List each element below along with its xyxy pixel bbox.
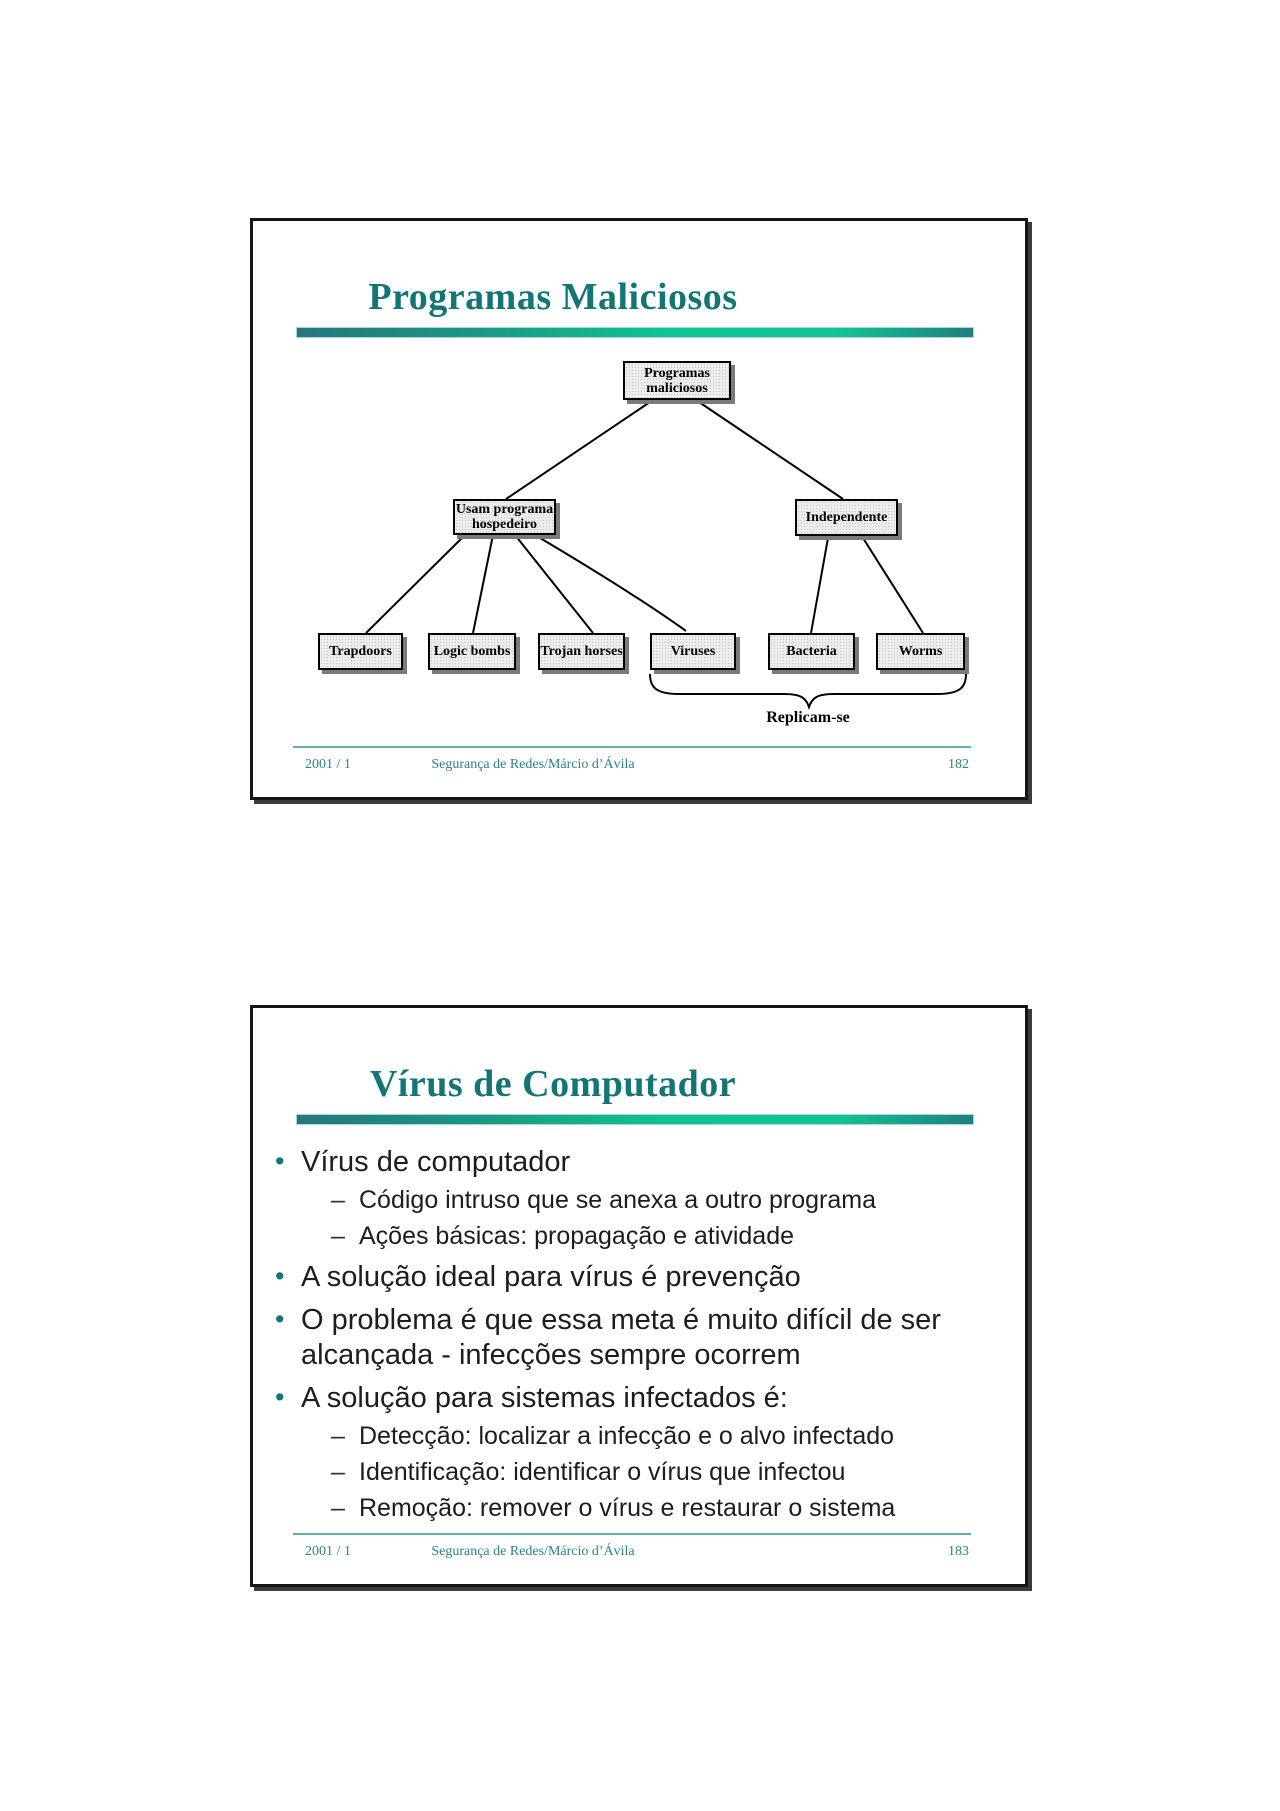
diagram-connector-lines	[365, 399, 967, 711]
bullet-item: • A solução ideal para vírus é prevenção	[253, 1260, 1023, 1295]
edge-host-to-viruses	[534, 534, 687, 632]
slide-title: Vírus de Computador	[369, 1063, 737, 1105]
bullet-list: • Vírus de computador – Código intruso q…	[253, 1145, 1023, 1524]
bullet-text: Código intruso que se anexa a outro prog…	[359, 1186, 876, 1214]
bullet-text: Identificação: identificar o vírus que i…	[359, 1458, 846, 1486]
edge-independent-to-bacteria	[810, 537, 829, 634]
edge-host-to-logicbombs	[472, 534, 494, 634]
footer-page-number: 182	[948, 757, 969, 772]
replicate-brace	[649, 673, 967, 711]
bullet-item: – Ações básicas: propagação e atividade	[253, 1221, 1023, 1252]
bullet-item: – Código intruso que se anexa a outro pr…	[253, 1185, 1023, 1216]
bullet-text: A solução para sistemas infectados é:	[301, 1382, 788, 1414]
node-programas-maliciosos: Programas maliciosos	[623, 361, 731, 400]
edge-host-to-trojans	[514, 534, 594, 634]
node-trapdoors: Trapdoors	[318, 633, 403, 670]
edge-host-to-trapdoors	[365, 534, 466, 634]
bullet-item: • A solução para sistemas infectados é:	[253, 1381, 1023, 1416]
node-worms: Worms	[876, 633, 965, 670]
slide-footer: 2001 / 1 Segurança de Redes/Márcio d’Ávi…	[293, 746, 971, 788]
bullet-text: Remoção: remover o vírus e restaurar o s…	[359, 1494, 896, 1522]
bullet-dash-icon: –	[331, 1422, 345, 1450]
bullet-dot-icon: •	[275, 1261, 285, 1291]
bullet-dot-icon: •	[275, 1382, 285, 1412]
node-viruses: Viruses	[650, 633, 736, 670]
replicam-se-label: Replicam-se	[766, 709, 850, 726]
bullet-text: O problema é que essa meta é muito difíc…	[301, 1304, 941, 1371]
bullet-text: Ações básicas: propagação e atividade	[359, 1222, 795, 1250]
node-label: hospedeiro	[471, 517, 538, 532]
bullet-item: – Identificação: identificar o vírus que…	[253, 1457, 1023, 1488]
slide-programas-maliciosos: Programas Maliciosos Programas malicioso…	[250, 218, 1028, 800]
title-underline-rule	[296, 1114, 974, 1125]
bullet-item: – Remoção: remover o vírus e restaurar o…	[253, 1493, 1023, 1524]
edge-independent-to-worms	[862, 537, 924, 634]
slide-footer: 2001 / 1 Segurança de Redes/Márcio d’Ávi…	[293, 1533, 971, 1575]
footer-page-number: 183	[948, 1544, 969, 1559]
node-usam-programa-hospedeiro: Usam programa hospedeiro	[453, 499, 556, 535]
title-underline-rule	[296, 327, 974, 338]
node-label: Viruses	[670, 644, 716, 659]
node-independente: Independente	[795, 499, 898, 536]
footer-course-title: Segurança de Redes/Márcio d’Ávila	[431, 757, 635, 772]
malware-taxonomy-diagram: Programas maliciosos Usam programa hospe…	[253, 221, 1025, 797]
footer-course-title: Segurança de Redes/Márcio d’Ávila	[431, 1544, 635, 1559]
edge-root-to-host	[505, 399, 654, 500]
bullet-item: • Vírus de computador	[253, 1145, 1023, 1180]
node-label: Trojan horses	[540, 644, 623, 659]
bullet-text: A solução ideal para vírus é prevenção	[301, 1261, 801, 1293]
node-label: maliciosos	[646, 380, 708, 396]
bullet-dot-icon: •	[275, 1304, 285, 1334]
bullet-item: – Detecção: localizar a infecção e o alv…	[253, 1421, 1023, 1452]
bullet-item: • O problema é que essa meta é muito dif…	[253, 1303, 1023, 1373]
node-label: Logic bombs	[433, 644, 511, 659]
node-bacteria: Bacteria	[768, 633, 855, 670]
footer-date: 2001 / 1	[305, 757, 351, 772]
bullet-dash-icon: –	[331, 1494, 345, 1522]
node-label: Independente	[805, 510, 888, 525]
slide-title: Programas Maliciosos	[368, 276, 738, 318]
node-label: Worms	[898, 644, 943, 659]
bullet-dash-icon: –	[331, 1186, 345, 1214]
bullet-text: Detecção: localizar a infecção e o alvo …	[359, 1422, 895, 1450]
node-logic-bombs: Logic bombs	[428, 633, 516, 670]
slide-virus-de-computador: Vírus de Computador • Vírus de computado…	[250, 1005, 1028, 1587]
node-trojan-horses: Trojan horses	[538, 633, 625, 670]
edge-root-to-independent	[695, 399, 844, 500]
footer-date: 2001 / 1	[305, 1544, 351, 1559]
bullet-dash-icon: –	[331, 1458, 345, 1486]
node-label: Programas	[644, 365, 710, 381]
node-label: Usam programa	[455, 502, 554, 517]
bullet-dash-icon: –	[331, 1222, 345, 1250]
bullet-text: Vírus de computador	[301, 1146, 571, 1178]
node-label: Bacteria	[786, 644, 837, 659]
bullet-dot-icon: •	[275, 1146, 285, 1176]
node-label: Trapdoors	[329, 644, 392, 659]
